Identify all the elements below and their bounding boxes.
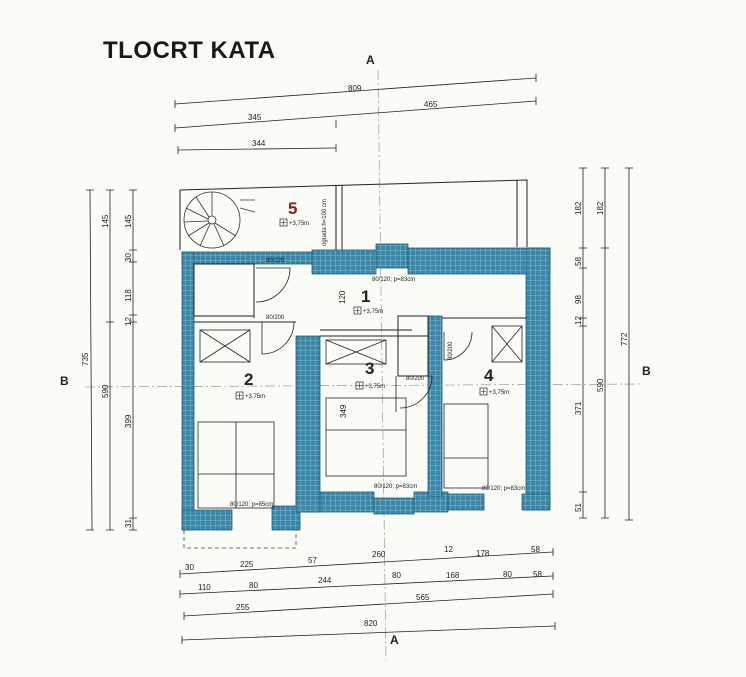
dim-bottom-r1-3: 260 xyxy=(372,550,386,559)
dim-top-right: 465 xyxy=(424,100,438,109)
dim-left-145a: 145 xyxy=(101,214,110,228)
dim-right-590: 590 xyxy=(596,378,605,392)
room-3-number: 3 xyxy=(365,359,374,378)
dim-right-98: 98 xyxy=(574,295,583,304)
dim-right-12: 12 xyxy=(574,316,583,325)
dim-left-735: 735 xyxy=(81,352,90,366)
room-4-number: 4 xyxy=(484,366,494,385)
railing-label: ograda h=100 cm xyxy=(322,199,328,246)
level-marker-icon xyxy=(235,391,244,400)
level-marker-icon xyxy=(353,306,362,315)
dim-bottom-r1-2: 57 xyxy=(308,556,317,565)
level-marker-icon xyxy=(479,387,488,396)
dim-right-58: 58 xyxy=(574,257,583,266)
door-label-80-220: 80/220 xyxy=(266,258,285,264)
dim-left-399: 399 xyxy=(124,414,133,428)
room-4-level: +3,75m xyxy=(489,390,509,396)
door-label-80-200a: 80/200 xyxy=(266,315,285,321)
dim-bottom-r2-2: 244 xyxy=(318,576,332,585)
room-5-number: 5 xyxy=(288,199,297,218)
exterior-walls xyxy=(181,243,551,531)
dim-bottom-r1-5: 178 xyxy=(476,549,490,558)
section-mark-a-bottom: A xyxy=(390,633,399,647)
dim-bottom-r2-5: 80 xyxy=(503,570,512,579)
dim-bottom-r1-0: 30 xyxy=(185,563,194,572)
dim-left-145b: 145 xyxy=(124,214,133,228)
room-2-number: 2 xyxy=(244,370,253,389)
spiral-stair-icon xyxy=(183,191,256,249)
dim-right-182b: 182 xyxy=(596,201,605,215)
dim-right-182a: 182 xyxy=(574,201,583,215)
door-label-80-200c: 80/200 xyxy=(448,341,454,360)
level-marker-icon xyxy=(355,381,364,390)
height-label-120: 120 xyxy=(338,290,347,304)
dim-left-30: 30 xyxy=(124,253,133,262)
height-label-349: 349 xyxy=(339,404,348,418)
dim-top-left: 345 xyxy=(248,113,262,122)
room-1-number: 1 xyxy=(361,287,370,306)
dim-bottom-r1-1: 225 xyxy=(240,560,254,569)
dim-left-590: 590 xyxy=(101,384,110,398)
room-1-level: +3,75m xyxy=(363,309,383,315)
dim-right-772: 772 xyxy=(620,332,629,346)
level-marker-icon xyxy=(279,218,288,227)
dim-right-51: 51 xyxy=(574,503,583,512)
room-3-level: +3,75m xyxy=(365,384,385,390)
dim-bottom-r2-3: 80 xyxy=(392,571,401,580)
dim-bottom-r1-6: 58 xyxy=(531,545,540,554)
window-label-room4: 80/120; p=83cm xyxy=(482,486,525,492)
section-mark-b-right: B xyxy=(642,364,651,378)
section-mark-b-left: B xyxy=(60,374,69,388)
plan-title: TLOCRT KATA xyxy=(103,37,276,64)
dim-bottom-r3-1: 565 xyxy=(416,593,430,602)
dim-bottom-r1-4: 12 xyxy=(444,545,453,554)
dim-left-31: 31 xyxy=(124,519,133,528)
dim-bottom-r2-4: 168 xyxy=(446,571,460,580)
dim-bottom-r3-0: 255 xyxy=(236,603,250,612)
section-mark-a-top: A xyxy=(366,53,375,67)
dim-bottom-r4: 820 xyxy=(364,619,378,628)
dim-top-total: 809 xyxy=(348,84,362,93)
window-label-room2: 80/120; p=85cm xyxy=(230,502,273,508)
room-2-level: +3,75m xyxy=(245,394,265,400)
door-label-80-200b: 80/200 xyxy=(406,376,425,382)
window-label-top: 80/120; p=83cm xyxy=(372,277,415,283)
dim-bottom-r2-0: 110 xyxy=(198,583,211,592)
window-label-room3: 80/120; p=83cm xyxy=(374,484,417,490)
dim-bottom-r2-6: 58 xyxy=(533,570,542,579)
dim-left-118: 118 xyxy=(124,289,133,302)
dim-top-stair: 344 xyxy=(252,139,266,148)
dim-right-371: 371 xyxy=(574,401,583,415)
room-5-level: +3,75m xyxy=(289,221,309,227)
dim-bottom-r2-1: 80 xyxy=(249,581,258,590)
dim-left-12: 12 xyxy=(124,317,133,326)
